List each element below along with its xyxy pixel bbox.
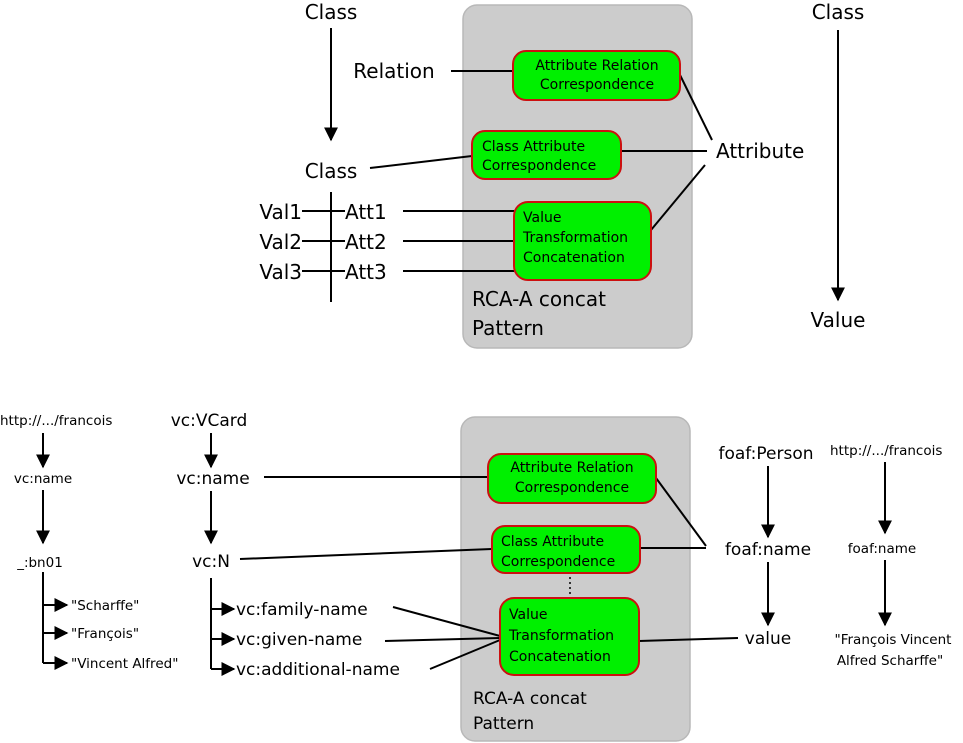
- bottom-arc-line2: Correspondence: [515, 480, 629, 496]
- top-value-transformation-node: [513, 201, 652, 281]
- top-arc-line1: Attribute Relation: [535, 58, 658, 74]
- tgt-literal-line2: Alfred Scharffe": [837, 653, 943, 669]
- top-cac-line1: Class Attribute: [482, 139, 585, 155]
- src-literal-3: "Vincent Alfred": [71, 656, 178, 672]
- top-att2-label: Att2: [345, 230, 387, 254]
- value-label: value: [745, 629, 791, 649]
- vcard-label: vc:VCard: [171, 411, 248, 431]
- top-relation-label: Relation: [353, 59, 434, 83]
- bottom-diagram: Attribute Relation Correspondence Class …: [0, 411, 952, 742]
- top-attribute-relation-node: [512, 50, 681, 101]
- bottom-cac-line2: Correspondence: [501, 554, 615, 570]
- top-pattern-label-line2: Pattern: [472, 316, 544, 340]
- vc-given-name-label: vc:given-name: [236, 630, 362, 650]
- bottom-pattern-label-line2: Pattern: [473, 714, 534, 734]
- vc-family-name-label: vc:family-name: [236, 600, 368, 620]
- top-left-class-label: Class: [305, 0, 358, 24]
- top-vtc-line3: Concatenation: [523, 250, 625, 266]
- top-attribute-label: Attribute: [716, 139, 804, 163]
- src-literal-1: "Scharffe": [71, 598, 139, 614]
- top-class-link: [369, 155, 473, 169]
- top-arc-line2: Correspondence: [540, 77, 654, 93]
- vc-n-label: vc:N: [192, 552, 230, 572]
- vc-name-label: vc:name: [176, 469, 249, 489]
- family-vtc-link: [392, 606, 501, 637]
- bottom-cac-line1: Class Attribute: [501, 534, 604, 550]
- src-name-label: vc:name: [14, 471, 72, 487]
- vcn-cac-link: [239, 548, 493, 560]
- top-att3-label: Att3: [345, 260, 387, 284]
- tgt-uri-label: http://.../francois: [830, 443, 942, 459]
- top-arc-attr-link: [679, 74, 713, 141]
- top-val3-label: Val3: [259, 260, 302, 284]
- vtc-value-link: [638, 637, 739, 642]
- top-vtc-line1: Value: [523, 210, 561, 226]
- bottom-value-transformation-node: [499, 597, 640, 676]
- bottom-vtc-line3: Concatenation: [509, 649, 611, 665]
- bottom-pattern-label-line1: RCA-A concat: [473, 689, 587, 709]
- given-vtc-link: [384, 637, 501, 642]
- top-right-class-label: Class: [812, 0, 865, 24]
- top-val1-label: Val1: [259, 200, 302, 224]
- top-diagram: Attribute Relation Correspondence Class …: [259, 0, 866, 349]
- src-uri-label: http://.../francois: [0, 413, 112, 429]
- foaf-person-label: foaf:Person: [718, 444, 813, 464]
- top-pattern-label-line1: RCA-A concat: [472, 287, 606, 311]
- top-mid-class-label: Class: [305, 159, 358, 183]
- top-cac-line2: Correspondence: [482, 158, 596, 174]
- foaf-name-label: foaf:name: [725, 540, 811, 560]
- tgt-literal-line1: "François Vincent: [835, 632, 952, 648]
- arc-foafname-link: [655, 477, 707, 547]
- additional-vtc-link: [429, 639, 501, 670]
- src-literal-2: "François": [71, 626, 139, 642]
- bottom-arc-line1: Attribute Relation: [510, 460, 633, 476]
- top-val2-label: Val2: [259, 230, 302, 254]
- bottom-class-attribute-node: [491, 525, 641, 574]
- top-vtc-line2: Transformation: [522, 230, 628, 246]
- top-vtc-attr-link: [650, 164, 706, 231]
- src-bnode-label: _:bn01: [16, 555, 63, 571]
- bottom-vtc-line1: Value: [509, 607, 547, 623]
- vc-additional-name-label: vc:additional-name: [236, 660, 400, 680]
- top-class-attribute-node: [471, 130, 622, 180]
- bottom-vtc-line2: Transformation: [508, 628, 614, 644]
- bottom-attribute-relation-node: [487, 453, 657, 504]
- tgt-name-label: foaf:name: [848, 541, 916, 557]
- top-att1-label: Att1: [345, 200, 387, 224]
- top-value-label: Value: [811, 308, 866, 332]
